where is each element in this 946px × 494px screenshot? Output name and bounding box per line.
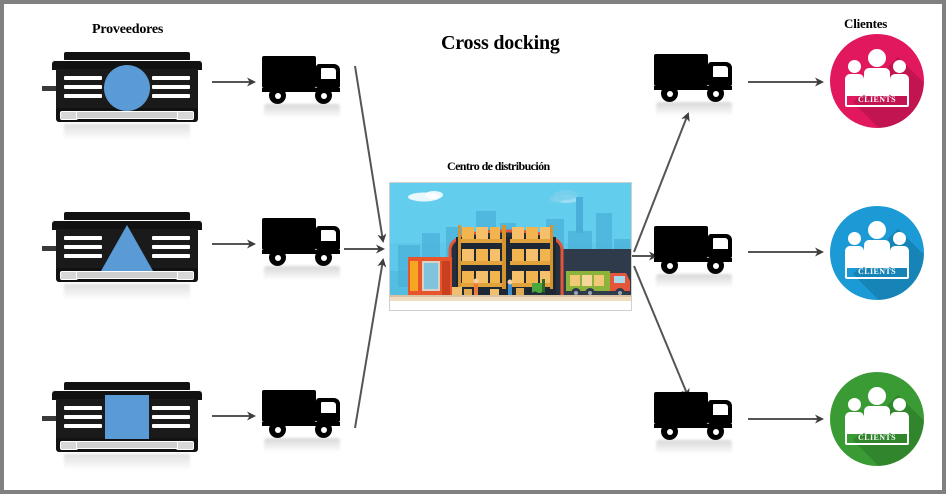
client-banner: CLIENTS <box>845 264 909 279</box>
truck-wheel <box>315 249 332 266</box>
truck-window <box>321 68 336 79</box>
inbound-truck-2[interactable] <box>262 216 350 280</box>
people-icon <box>830 372 924 466</box>
page-title: Cross docking <box>441 32 560 54</box>
truck-reflection <box>656 102 732 116</box>
outbound-truck-3[interactable] <box>654 390 742 454</box>
truck-chassis <box>654 424 732 428</box>
people-icon <box>830 206 924 300</box>
supplier-roof-top <box>64 52 190 61</box>
supplier-marker-square <box>105 395 149 439</box>
outbound-truck-2[interactable] <box>654 224 742 288</box>
truck-wheel <box>661 257 678 274</box>
supplier-window <box>64 236 102 240</box>
supplier-roof-top <box>64 382 190 391</box>
truck-reflection <box>264 438 340 452</box>
clients-label: Clientes <box>844 16 888 31</box>
supplier-window <box>64 424 102 428</box>
supplier-window <box>152 85 190 89</box>
truck-chassis <box>262 422 340 426</box>
supplier-door <box>76 271 178 279</box>
truck-reflection <box>264 104 340 118</box>
truck-wheel <box>661 85 678 102</box>
supplier-roof-top <box>64 212 190 221</box>
supplier-marker-circle <box>104 65 150 111</box>
supplier-window <box>152 415 190 419</box>
distribution-center-illustration[interactable] <box>389 182 632 311</box>
client-3[interactable]: CLIENTS <box>830 372 924 466</box>
truck-wheel <box>707 423 724 440</box>
people-icon <box>830 34 924 128</box>
supplier-window <box>152 236 190 240</box>
truck-cargo-box <box>654 226 708 258</box>
supplier-1[interactable] <box>42 52 212 140</box>
supplier-window <box>64 85 102 89</box>
diagram-stage: Proveedores Cross docking Clientes Centr… <box>4 4 942 490</box>
truck-wheel <box>269 249 286 266</box>
client-banner-text: CLIENTS <box>858 95 896 104</box>
supplier-window <box>64 245 102 249</box>
truck-window <box>321 402 336 413</box>
supplier-window <box>64 94 102 98</box>
distribution-center-label: Centro de distribución <box>447 159 550 173</box>
supplier-window <box>64 76 102 80</box>
client-banner-text: CLIENTS <box>858 267 896 276</box>
truck-reflection <box>656 274 732 288</box>
supplier-window <box>152 424 190 428</box>
truck-chassis <box>654 86 732 90</box>
supplier-foot <box>176 111 194 120</box>
truck-chassis <box>262 88 340 92</box>
supplier-window <box>64 415 102 419</box>
supplier-door <box>76 111 178 119</box>
supplier-foot <box>176 271 194 280</box>
truck-window <box>713 238 728 249</box>
supplier-reflection <box>64 124 190 140</box>
truck-window <box>713 404 728 415</box>
supplier-door <box>76 441 178 449</box>
supplier-window <box>152 245 190 249</box>
inbound-truck-3[interactable] <box>262 388 350 452</box>
supplier-foot <box>176 441 194 450</box>
supplier-dock <box>42 86 58 91</box>
client-2[interactable]: CLIENTS <box>830 206 924 300</box>
truck-wheel <box>661 423 678 440</box>
client-banner-text: CLIENTS <box>858 433 896 442</box>
supplier-dock <box>42 246 58 251</box>
truck-cargo-box <box>654 392 708 424</box>
supplier-window <box>152 406 190 410</box>
truck-wheel <box>269 87 286 104</box>
truck-wheel <box>707 257 724 274</box>
client-banner: CLIENTS <box>845 430 909 445</box>
truck-cargo-box <box>262 56 316 88</box>
supplier-2[interactable] <box>42 212 212 300</box>
supplier-window <box>152 76 190 80</box>
truck-chassis <box>262 250 340 254</box>
inbound-truck-1[interactable] <box>262 54 350 118</box>
truck-chassis <box>654 258 732 262</box>
client-banner: CLIENTS <box>845 92 909 107</box>
truck-cargo-box <box>654 54 708 86</box>
supplier-window <box>64 406 102 410</box>
outbound-truck-1[interactable] <box>654 52 742 116</box>
supplier-window <box>152 254 190 258</box>
supplier-reflection <box>64 284 190 300</box>
supplier-window <box>152 94 190 98</box>
truck-cargo-box <box>262 218 316 250</box>
supplier-3[interactable] <box>42 382 212 470</box>
supplier-marker-triangle <box>101 225 153 271</box>
truck-window <box>713 66 728 77</box>
supplier-reflection <box>64 454 190 470</box>
truck-wheel <box>315 421 332 438</box>
truck-cargo-box <box>262 390 316 422</box>
client-1[interactable]: CLIENTS <box>830 34 924 128</box>
truck-reflection <box>656 440 732 454</box>
suppliers-label: Proveedores <box>92 22 164 37</box>
truck-wheel <box>269 421 286 438</box>
supplier-dock <box>42 416 58 421</box>
truck-window <box>321 230 336 241</box>
truck-wheel <box>707 85 724 102</box>
truck-reflection <box>264 266 340 280</box>
truck-wheel <box>315 87 332 104</box>
supplier-window <box>64 254 102 258</box>
